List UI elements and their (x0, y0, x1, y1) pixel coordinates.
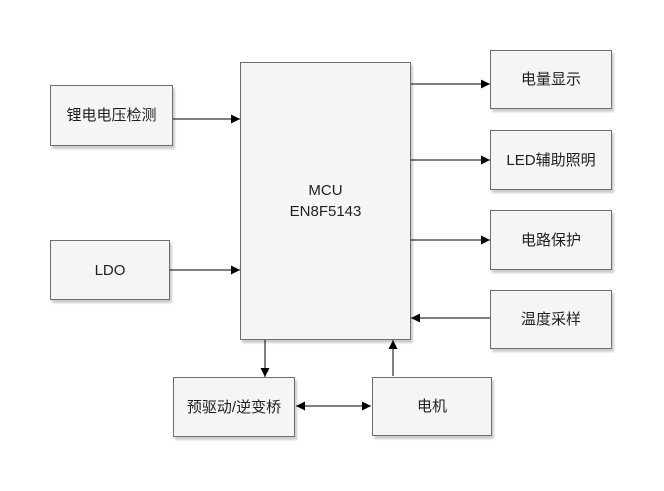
node-temperature-sampling: 温度采样 (490, 290, 612, 349)
node-temperature-sampling-label: 温度采样 (520, 311, 581, 328)
node-led-aux-light: LED辅助照明 (490, 130, 612, 190)
node-circuit-protection-label: 电路保护 (520, 231, 581, 249)
node-lithium-voltage-detect: 锂电电压检测 (50, 85, 173, 146)
node-mcu-label: MCU EN8F5143 (289, 182, 362, 220)
node-battery-level-display-label: 电量显示 (520, 71, 581, 88)
node-mcu: MCU EN8F5143 (240, 62, 411, 340)
node-motor-label: 电机 (416, 398, 447, 415)
node-battery-level-display: 电量显示 (490, 50, 612, 109)
node-predriver-inverter-bridge: 预驱动/逆变桥 (173, 377, 295, 437)
node-predriver-inverter-bridge-label: 预驱动/逆变桥 (186, 398, 282, 416)
node-lithium-voltage-detect-label: 锂电电压检测 (66, 107, 157, 124)
node-motor: 电机 (372, 377, 492, 436)
node-ldo: LDO (50, 240, 170, 300)
node-led-aux-light-label: LED辅助照明 (506, 151, 596, 169)
node-circuit-protection: 电路保护 (490, 210, 612, 270)
node-ldo-label: LDO (94, 261, 126, 279)
